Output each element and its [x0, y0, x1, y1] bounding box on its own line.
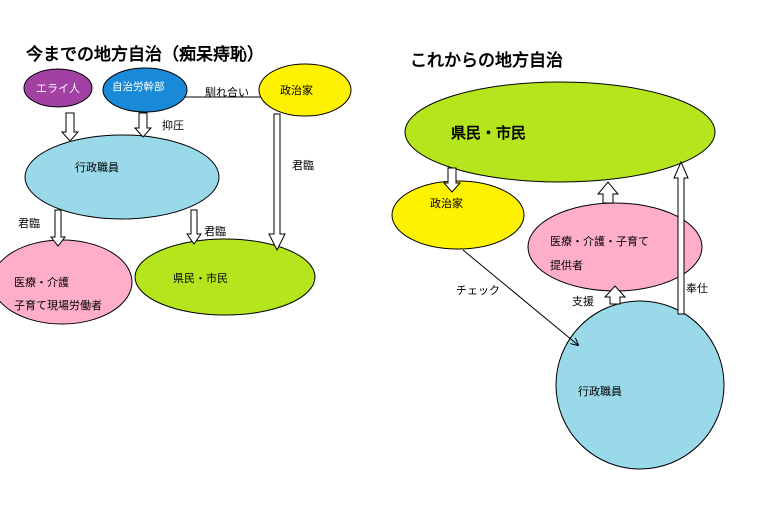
pressure-label: 抑圧	[162, 119, 184, 132]
medical-label-left-2: 子育て現場労働者	[14, 299, 102, 312]
check-label: チェック	[456, 284, 500, 297]
politician-node-right	[391, 180, 525, 250]
citizens-node-right	[404, 81, 716, 183]
admin-label-left: 行政職員	[75, 161, 119, 174]
medical-label-right-2: 提供者	[550, 259, 583, 272]
admin-node-left	[24, 134, 220, 220]
left-diagram-title: 今までの地方自治（痴呆痔恥）	[26, 45, 264, 65]
admin-label-right: 行政職員	[578, 385, 622, 398]
politician-node-left	[258, 63, 352, 117]
citizens-label-right: 県民・市民	[451, 124, 527, 142]
union-to-admin-arrow	[133, 112, 153, 138]
union-node	[102, 67, 188, 113]
check-arrow	[462, 249, 578, 345]
politician-to-citizens-arrow	[268, 113, 286, 252]
citizens-label-left: 県民・市民	[173, 272, 228, 285]
rule-admin-citizens-label: 君臨	[204, 225, 226, 238]
elite-node	[23, 68, 93, 108]
union-label: 自治労幹部	[112, 81, 165, 93]
service-arrow	[673, 160, 689, 315]
support-label: 支援	[572, 295, 594, 308]
admin-to-citizens-arrow	[186, 209, 202, 245]
rule-admin-medical-label: 君臨	[18, 217, 40, 230]
collusion-label: 馴れ合い	[205, 86, 249, 99]
citizens-node-left	[134, 238, 316, 316]
medical-label-left-1: 医療・介護	[14, 276, 69, 289]
elite-to-admin-arrow	[60, 112, 80, 142]
service-label: 奉仕	[686, 282, 708, 295]
citizens-to-politician-arrow	[442, 167, 462, 193]
admin-node-right	[555, 300, 725, 470]
elite-label: エライ人	[36, 82, 80, 95]
medical-label-right-1: 医療・介護・子育て	[550, 235, 649, 248]
admin-to-medical-arrow	[49, 209, 67, 247]
medical-to-citizens-arrow	[596, 181, 620, 204]
support-arrow	[603, 285, 627, 305]
rule-politician-label: 君臨	[292, 159, 314, 172]
politician-label-left: 政治家	[280, 84, 313, 97]
politician-label-right: 政治家	[430, 197, 463, 210]
right-diagram-title: これからの地方自治	[410, 51, 563, 71]
